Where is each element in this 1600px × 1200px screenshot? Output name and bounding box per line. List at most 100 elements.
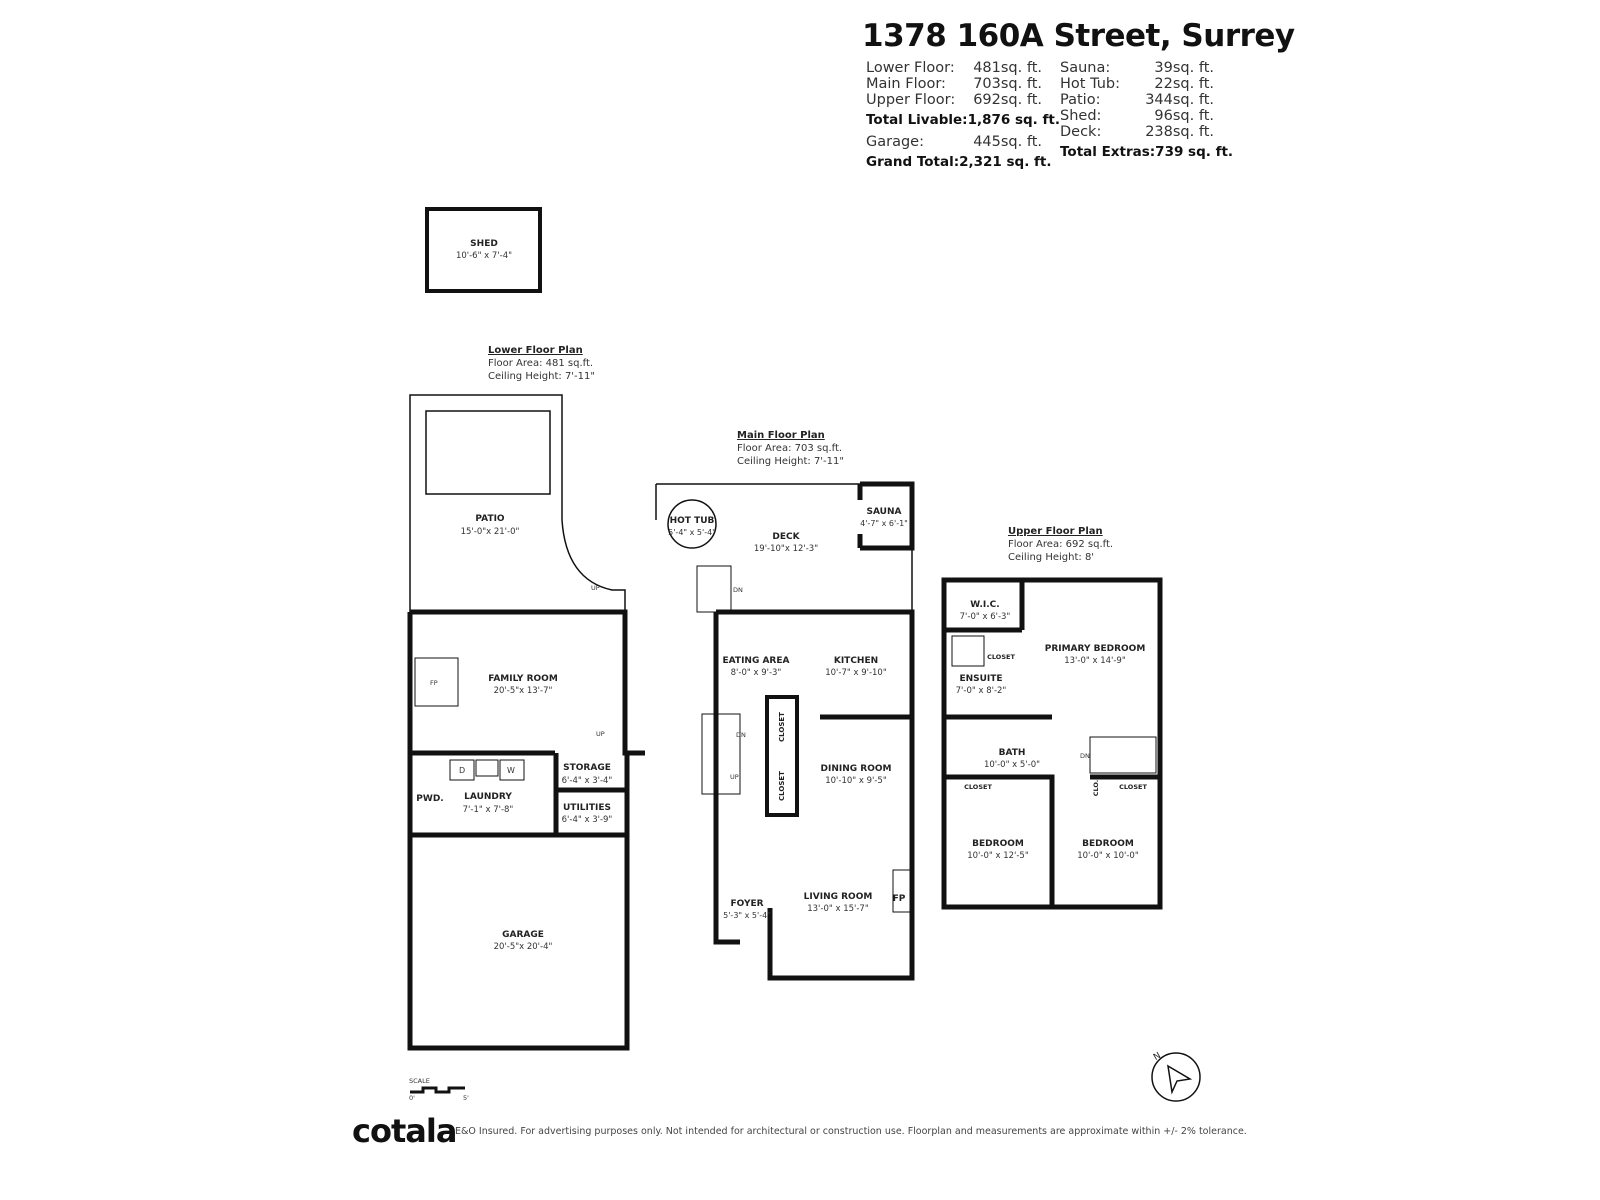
room-label-shed: SHED (470, 239, 498, 249)
room-dims-bath: 10'-0" x 5'-0" (983, 760, 1041, 770)
hot-tub (667, 499, 717, 549)
stat-row: Main Floor:703sq. ft. (866, 76, 1042, 92)
stair-dn-label: DN (736, 731, 746, 739)
room-dims-patio: 15'-0"x 21'-0" (460, 527, 520, 537)
upper-floor-ceiling: Ceiling Height: 8' (1008, 552, 1095, 563)
room-label-kitchen: KITCHEN (833, 656, 879, 666)
extras-stats: Sauna: 39sq. ft. Hot Tub: 22sq. ft. Patio:… (1060, 60, 1233, 160)
dryer (449, 759, 475, 781)
room-label-hot-tub: HOT TUB (669, 516, 715, 526)
total-extras-row: Total Extras:739 sq. ft. (1060, 144, 1233, 160)
room-label-closet: CLOSET (778, 712, 786, 742)
room-dims-storage: 6'-4" x 3'-4" (561, 776, 613, 786)
stat-value: 22sq. ft. (1154, 76, 1214, 92)
stat-label: Sauna: (1060, 60, 1111, 76)
compass-arrow-icon (1167, 1064, 1193, 1095)
lower-floor-ceiling: Ceiling Height: 7'-11" (488, 371, 595, 382)
stat-label: Total Extras: (1060, 144, 1156, 160)
stair-up-label: UP (730, 773, 739, 781)
stat-value: 739 sq. ft. (1155, 144, 1234, 160)
grand-total-row: Grand Total:2,321 sq. ft. (866, 154, 1052, 170)
room-dims-shed: 10'-6" x 7'-4" (455, 251, 513, 261)
pergola (425, 410, 551, 495)
room-label-bedroom: BEDROOM (1082, 839, 1134, 849)
room-dims-foyer: 5'-3" x 5'-4" (723, 911, 771, 920)
room-label-storage: STORAGE (563, 763, 611, 773)
stat-label: Grand Total: (866, 154, 960, 170)
stat-row: Sauna: 39sq. ft. (1060, 60, 1214, 76)
stair-up-label: UP (596, 730, 605, 738)
stat-row: Upper Floor: 692sq. ft. (866, 92, 1042, 108)
scale-start: 0' (409, 1094, 415, 1102)
main-fireplace (892, 869, 911, 913)
stat-row: Patio:344sq. ft. (1060, 92, 1214, 108)
stat-value: 344sq. ft. (1145, 92, 1214, 108)
closet-block (765, 695, 799, 817)
patio-outline (409, 394, 626, 612)
disclaimer-text: E&O Insured. For advertising purposes on… (455, 1126, 1247, 1137)
stat-value: 445sq. ft. (973, 134, 1042, 150)
room-dims-kitchen: 10'-7" x 9'-10" (825, 668, 887, 678)
room-label-wic: W.I.C. (970, 600, 1000, 610)
stat-row: Lower Floor:481sq. ft. (866, 60, 1042, 76)
room-label-bedroom: BEDROOM (972, 839, 1024, 849)
scale-label: SCALE (409, 1077, 430, 1085)
room-label-clo: CLO. (1092, 779, 1100, 797)
total-livable-row: Total Livable:1,876 sq. ft. (866, 112, 1060, 128)
room-label-closet: CLOSET (964, 783, 992, 791)
room-label-dining-room: DINING ROOM (820, 764, 892, 774)
room-label-family-room: FAMILY ROOM (488, 674, 558, 684)
compass-ring (1151, 1052, 1201, 1102)
room-label-utilities: UTILITIES (563, 803, 611, 813)
lower-floor-heading: Lower Floor Plan (488, 345, 583, 356)
family-room-walls (407, 609, 645, 1051)
upper-stairs (1089, 736, 1157, 774)
stat-value: 39sq. ft. (1154, 60, 1214, 76)
fireplace (414, 657, 459, 707)
room-dims-ensuite: 7'-0" x 8'-2" (955, 686, 1007, 696)
room-label-powder: PWD. (416, 794, 444, 804)
room-label-deck: DECK (772, 532, 800, 542)
room-label-bath: BATH (998, 748, 1026, 758)
main-floor-area: Floor Area: 703 sq.ft. (737, 443, 843, 454)
scale-bar (410, 1086, 465, 1094)
room-dims-bedroom: 10'-0" x 12'-5" (967, 851, 1029, 861)
room-label-foyer: FOYER (730, 899, 764, 909)
room-label-closet: CLOSET (778, 771, 786, 801)
stat-row: Shed:96sq. ft. (1060, 108, 1214, 124)
room-label-laundry: LAUNDRY (464, 792, 512, 802)
lower-floor-area: Floor Area: 481 sq.ft. (488, 358, 594, 369)
stair-dn-label: DN (1080, 752, 1090, 760)
stat-value: 2,321 sq. ft. (959, 154, 1052, 170)
scale-end: 5' (463, 1094, 469, 1102)
property-address-title: 1378 160A Street, Surrey (862, 18, 1295, 54)
room-label-living-room: LIVING ROOM (803, 892, 873, 902)
stat-label: Deck: (1060, 124, 1102, 140)
main-floor-ceiling: Ceiling Height: 7'-11" (737, 456, 844, 467)
main-floor-walls (713, 609, 915, 981)
upper-floor-walls (941, 577, 1163, 910)
stat-label: Hot Tub: (1060, 76, 1121, 92)
main-floor-heading: Main Floor Plan (737, 430, 825, 441)
sauna-walls (857, 481, 915, 551)
cotala-logo: cotala (352, 1112, 457, 1150)
sink-laundry (475, 759, 499, 777)
room-dims-deck: 19'-10"x 12'-3" (753, 544, 819, 554)
stat-label: Total Livable: (866, 112, 968, 128)
room-label-closet: CLOSET (1119, 783, 1147, 791)
stat-label: Upper Floor: (866, 92, 956, 108)
shower (951, 635, 985, 667)
room-dims-utilities: 6'-4" x 3'-9" (561, 815, 613, 825)
stat-row: Hot Tub: 22sq. ft. (1060, 76, 1214, 92)
deck-stairs (696, 565, 732, 613)
room-dims-wic: 7'-0" x 6'-3" (959, 612, 1011, 622)
stat-value: 1,876 sq. ft. (967, 112, 1060, 128)
room-dims-bedroom: 10'-0" x 10'-0" (1077, 851, 1139, 861)
stat-label: Lower Floor: (866, 60, 955, 76)
fireplace-label: FP (892, 894, 906, 904)
room-dims-hot-tub: 5'-4" x 5'-4" (668, 528, 716, 537)
dryer-label: D (459, 766, 466, 775)
livable-stats: Lower Floor:481sq. ft. Main Floor:703sq.… (866, 60, 1060, 170)
stair-up-label: UP (591, 584, 600, 592)
stat-value: 692sq. ft. (973, 92, 1042, 108)
